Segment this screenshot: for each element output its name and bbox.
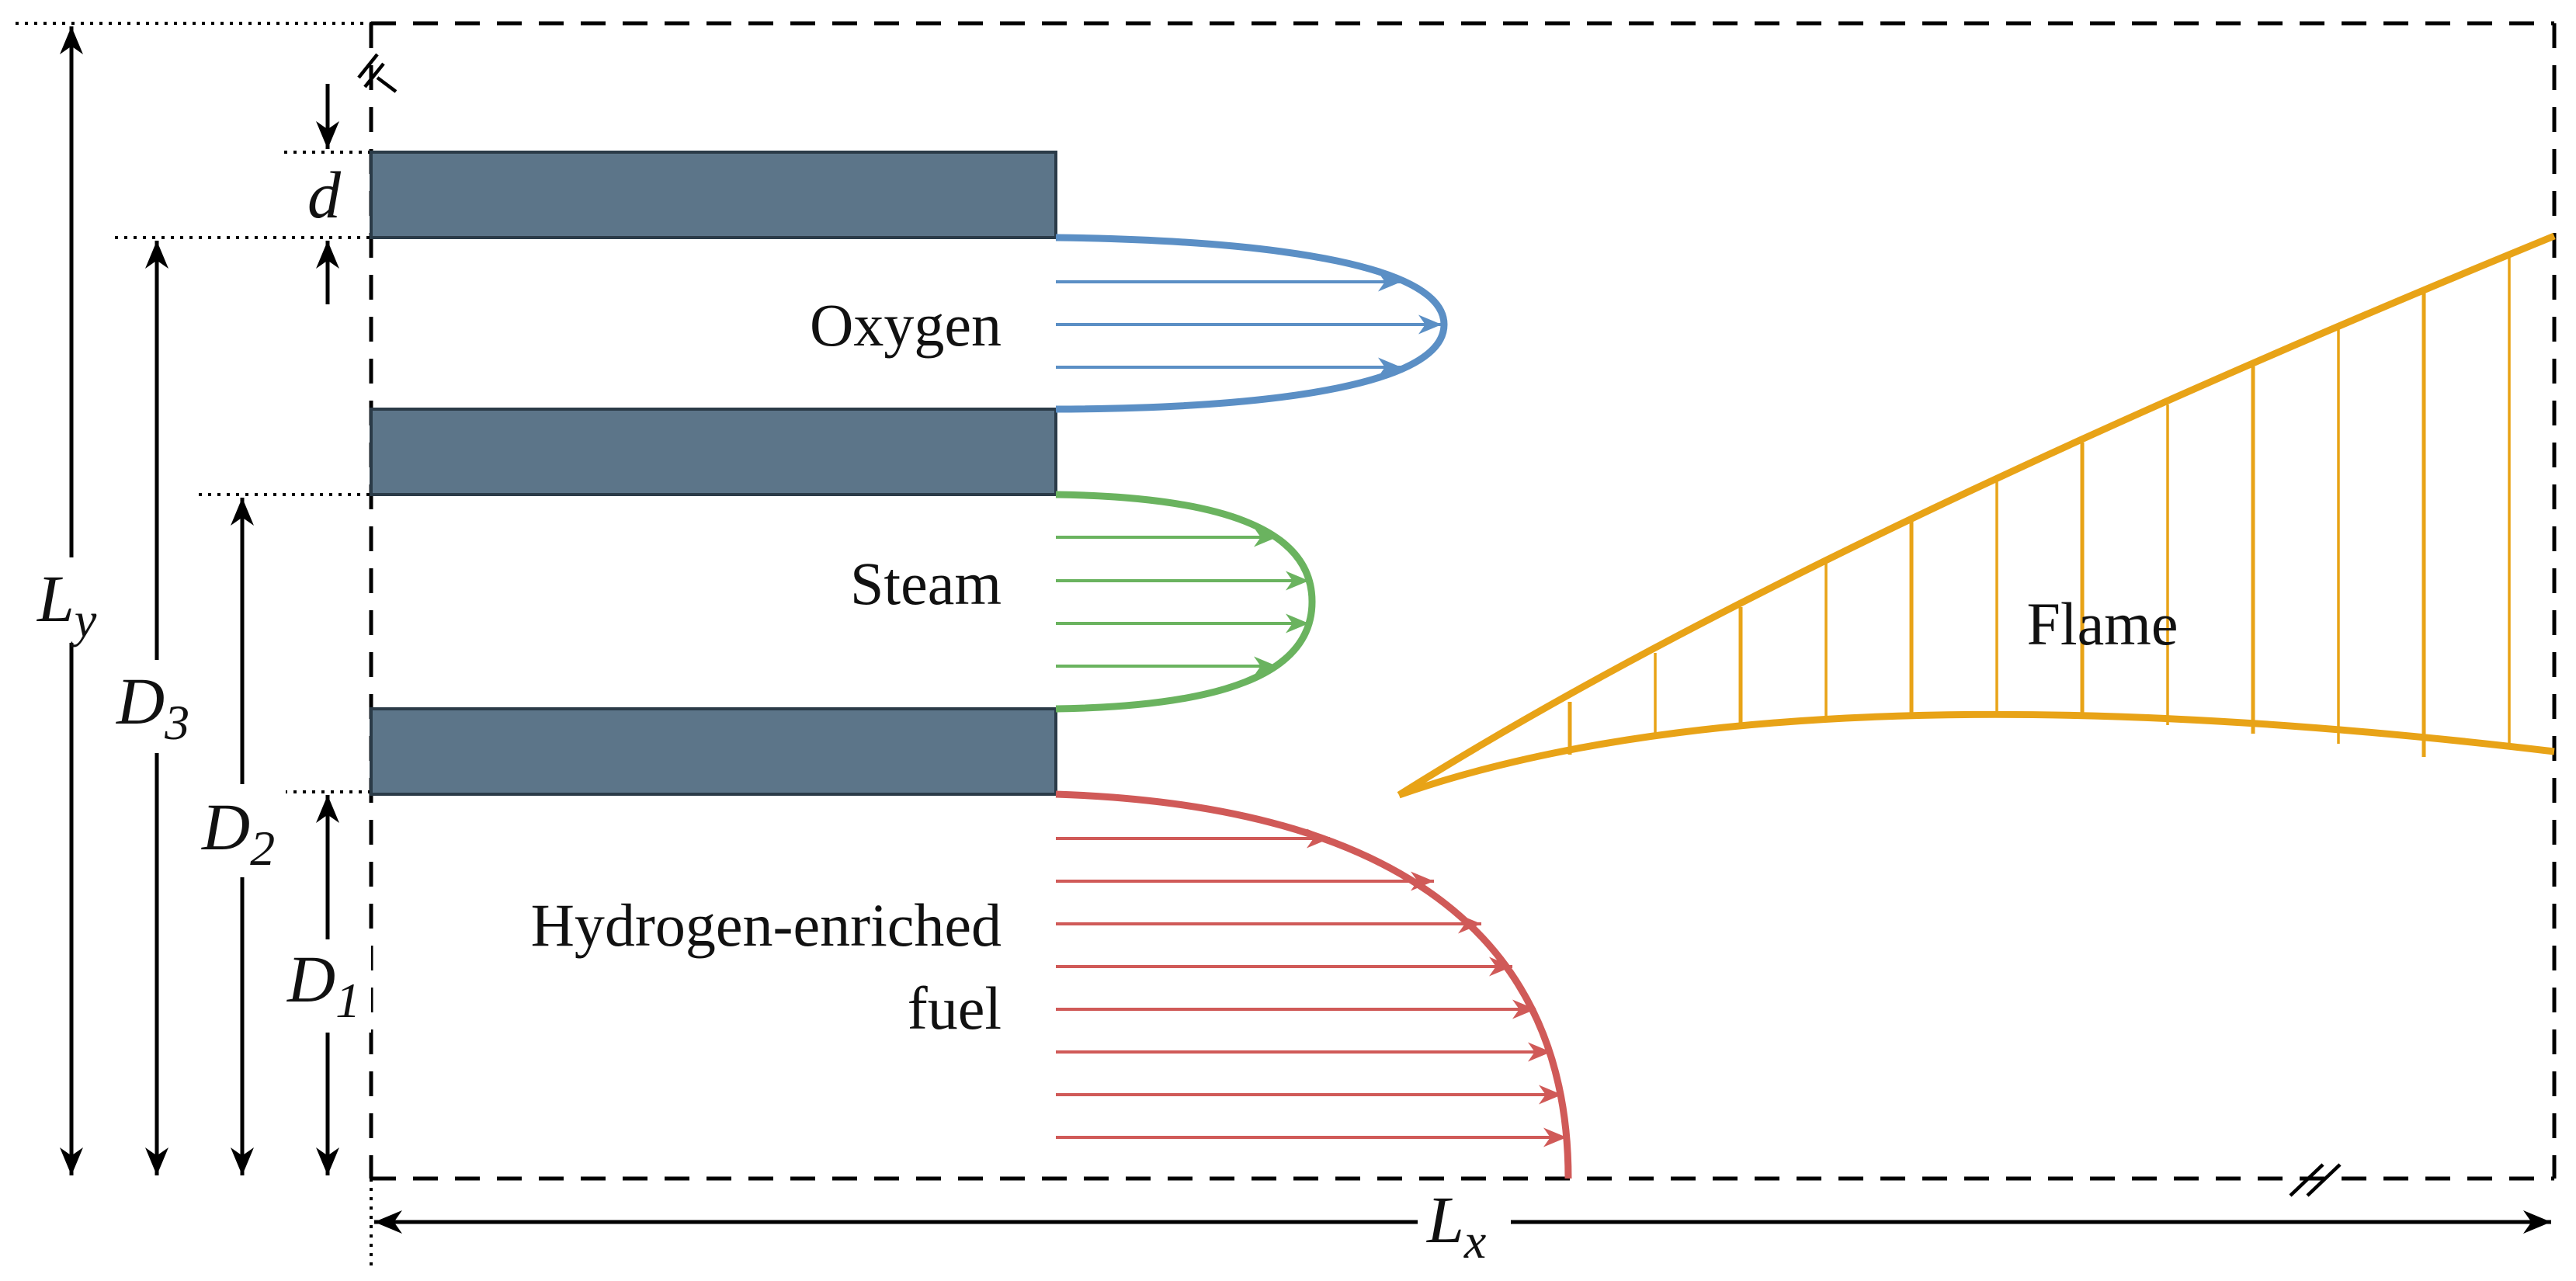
dimension-labels: Ly D3 D2 D1 d Lx xyxy=(31,158,1511,1272)
flame-label: Flame xyxy=(2027,590,2178,658)
d-label: d xyxy=(307,158,342,232)
wall-top xyxy=(370,151,1057,239)
oxygen-profile-curve xyxy=(1055,234,1448,413)
Ly-label: Ly xyxy=(36,561,97,647)
fuel-label-line1: Hydrogen-enriched xyxy=(531,891,1002,959)
fuel-velocity-profile xyxy=(1055,790,1572,1179)
flame-lower-edge xyxy=(1397,710,2555,799)
steam-velocity-profile xyxy=(1055,491,1316,713)
flame-hatch-lines xyxy=(1567,255,2511,757)
wall-bottom xyxy=(370,707,1057,796)
separator-walls xyxy=(370,151,1057,796)
double-slash-break-icon xyxy=(2289,1163,2342,1197)
D1-label: D1 xyxy=(286,942,360,1028)
fuel-profile-curve xyxy=(1055,790,1572,1179)
fuel-label-line2: fuel xyxy=(908,974,1002,1042)
oxygen-velocity-profile xyxy=(1055,234,1448,413)
dotted-extension-lines xyxy=(16,22,373,1265)
wall-middle xyxy=(370,408,1057,496)
stream-labels: Oxygen Steam Hydrogen-enriched fuel Flam… xyxy=(531,291,2178,1042)
oxygen-label: Oxygen xyxy=(810,291,1002,359)
steam-label: Steam xyxy=(850,550,1002,617)
Lx-label: Lx xyxy=(1425,1182,1486,1269)
D3-label: D3 xyxy=(116,664,189,750)
D2-label: D2 xyxy=(201,790,275,876)
double-slash-break-icon xyxy=(357,53,398,93)
flame-region xyxy=(1397,232,2556,799)
flame-upper-edge xyxy=(1397,232,2556,798)
steam-profile-curve xyxy=(1055,491,1316,713)
